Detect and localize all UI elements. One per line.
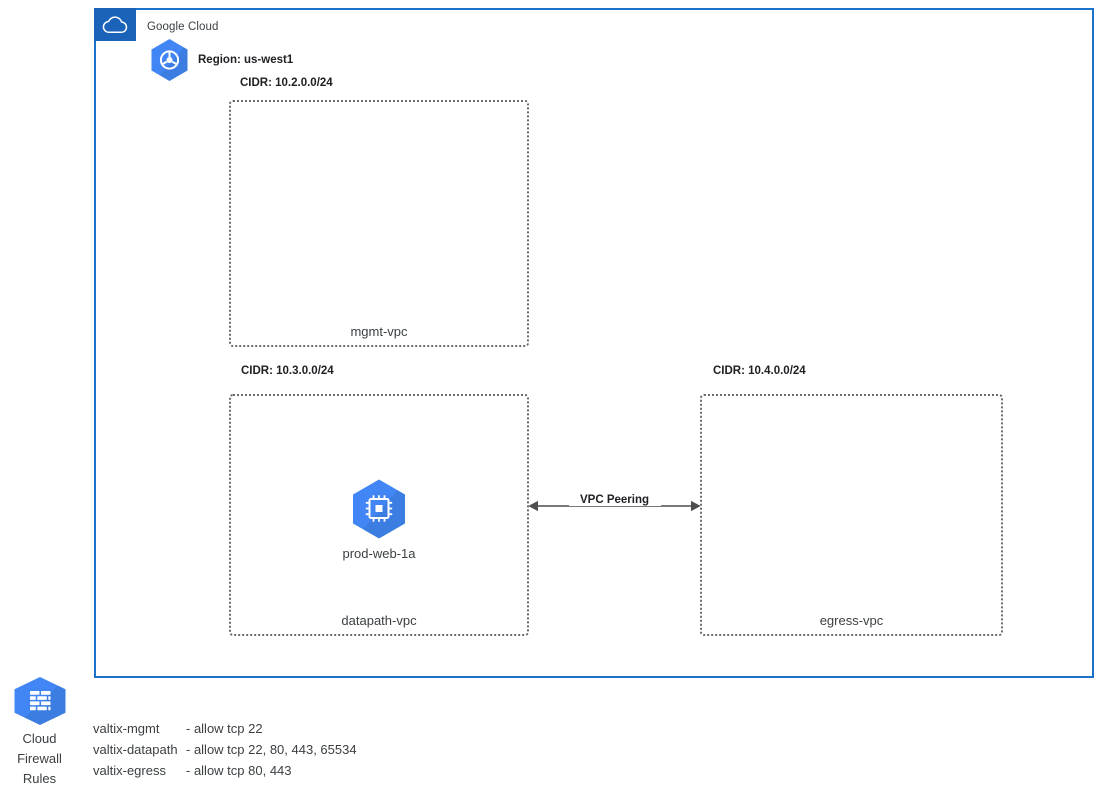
legend-line-3: Rules (17, 769, 62, 788)
vpc-label-egress: egress-vpc (702, 613, 1001, 628)
region-label: Region: us-west1 (198, 54, 293, 66)
google-cloud-label: Google Cloud (147, 21, 219, 33)
vpc-box-mgmt: mgmt-vpc (229, 100, 529, 347)
firewall-rule-row: valtix-mgmt - allow tcp 22 (93, 718, 357, 739)
vpc-peering-label: VPC Peering (569, 494, 661, 506)
firewall-rule-row: valtix-egress - allow tcp 80, 443 (93, 760, 357, 781)
firewall-rule-row: valtix-datapath - allow tcp 22, 80, 443,… (93, 739, 357, 760)
firewall-rule-desc: - allow tcp 22, 80, 443, 65534 (186, 739, 357, 760)
firewall-rule-desc: - allow tcp 80, 443 (186, 760, 292, 781)
firewall-rule-desc: - allow tcp 22 (186, 718, 263, 739)
cloud-firewall-legend: Cloud Firewall Rules (8, 676, 71, 788)
cloud-icon (102, 16, 128, 34)
vpc-box-datapath: prod-web-1a datapath-vpc (229, 394, 529, 636)
cidr-label-mgmt: CIDR: 10.2.0.0/24 (240, 77, 333, 89)
vpc-label-mgmt: mgmt-vpc (231, 324, 527, 339)
legend-line-1: Cloud (17, 729, 62, 749)
google-cloud-header: Google Cloud (94, 8, 219, 41)
vpc-label-datapath: datapath-vpc (231, 613, 527, 628)
compute-instance-icon (351, 478, 407, 540)
cidr-label-egress: CIDR: 10.4.0.0/24 (713, 365, 806, 377)
region-hexagon-icon (150, 38, 189, 82)
cloud-firewall-legend-label: Cloud Firewall Rules (17, 729, 62, 788)
firewall-rule-name: valtix-egress (93, 760, 186, 781)
firewall-rule-name: valtix-mgmt (93, 718, 186, 739)
firewall-icon (12, 676, 68, 726)
legend-line-2: Firewall (17, 749, 62, 769)
google-cloud-logo-box (94, 8, 136, 41)
compute-instance-prod-web-1a: prod-web-1a (231, 478, 527, 561)
firewall-rule-name: valtix-datapath (93, 739, 186, 760)
firewall-rules-list: valtix-mgmt - allow tcp 22 valtix-datapa… (93, 718, 357, 781)
region-row: Region: us-west1 (150, 38, 293, 82)
vpc-box-egress: egress-vpc (700, 394, 1003, 636)
cidr-label-datapath: CIDR: 10.3.0.0/24 (241, 365, 334, 377)
vpc-peering-connector: VPC Peering (529, 494, 700, 518)
compute-instance-label: prod-web-1a (343, 546, 416, 561)
